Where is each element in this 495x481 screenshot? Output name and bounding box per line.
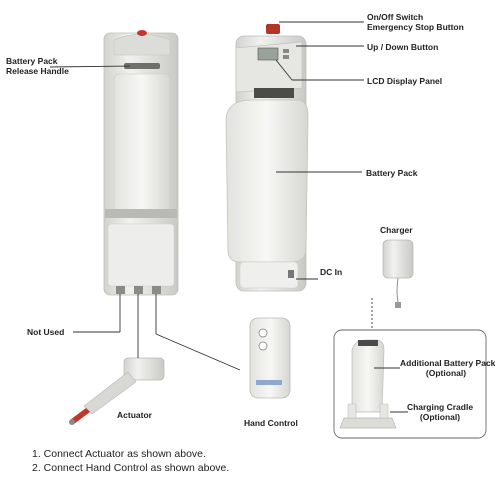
- charger: [382, 239, 414, 308]
- label-actuator: Actuator: [117, 410, 152, 420]
- label-charging-cradle-line1: Charging Cradle: [406, 402, 474, 412]
- label-not-used: Not Used: [27, 327, 65, 337]
- label-battery-pack-release: Battery Pack Release Handle: [6, 56, 69, 76]
- side-device: [225, 24, 309, 292]
- battery-pack-shell: [225, 99, 309, 263]
- hand-control: [249, 317, 291, 399]
- label-additional-battery: Additional Battery Pack (Optional): [400, 358, 495, 378]
- lcd-screen: [257, 47, 279, 61]
- label-battery-pack-release-line1: Battery Pack: [6, 56, 58, 66]
- label-additional-battery-line1: Additional Battery Pack: [400, 358, 495, 368]
- charging-cradle: [339, 403, 397, 429]
- body-band: [105, 209, 177, 218]
- port-actuator: [134, 286, 143, 294]
- instruction-2: 2. Connect Hand Control as shown above.: [32, 462, 230, 474]
- label-charger: Charger: [380, 225, 413, 235]
- label-charging-cradle-line2: (Optional): [419, 412, 461, 422]
- label-on-off-switch-line2: Emergency Stop Button: [367, 22, 464, 32]
- up-button: [283, 49, 289, 53]
- spare-battery: [351, 339, 385, 413]
- port-hand-control: [152, 286, 161, 294]
- emergency-button-top: [137, 30, 147, 36]
- label-up-down-button: Up / Down Button: [367, 42, 439, 52]
- release-handle: [124, 63, 160, 69]
- on-off-switch: [266, 24, 280, 34]
- label-battery-pack: Battery Pack: [366, 168, 418, 178]
- label-dc-in: DC In: [320, 267, 343, 277]
- port-not-used: [116, 286, 125, 294]
- dc-in-port: [288, 270, 294, 278]
- actuator: [69, 357, 165, 425]
- battery-release-gap: [254, 88, 294, 98]
- label-battery-pack-release-line2: Release Handle: [6, 66, 69, 76]
- label-hand-control: Hand Control: [244, 418, 298, 428]
- label-on-off-switch: On/Off Switch Emergency Stop Button: [367, 12, 464, 32]
- down-button: [283, 55, 289, 59]
- label-charging-cradle: Charging Cradle (Optional): [404, 402, 476, 422]
- instruction-1: 1. Connect Actuator as shown above.: [32, 448, 206, 460]
- label-additional-battery-line2: (Optional): [425, 368, 467, 378]
- label-lcd-display: LCD Display Panel: [367, 76, 443, 86]
- leader-lines: [49, 21, 408, 413]
- front-device: [103, 30, 179, 296]
- label-on-off-switch-line1: On/Off Switch: [367, 12, 424, 22]
